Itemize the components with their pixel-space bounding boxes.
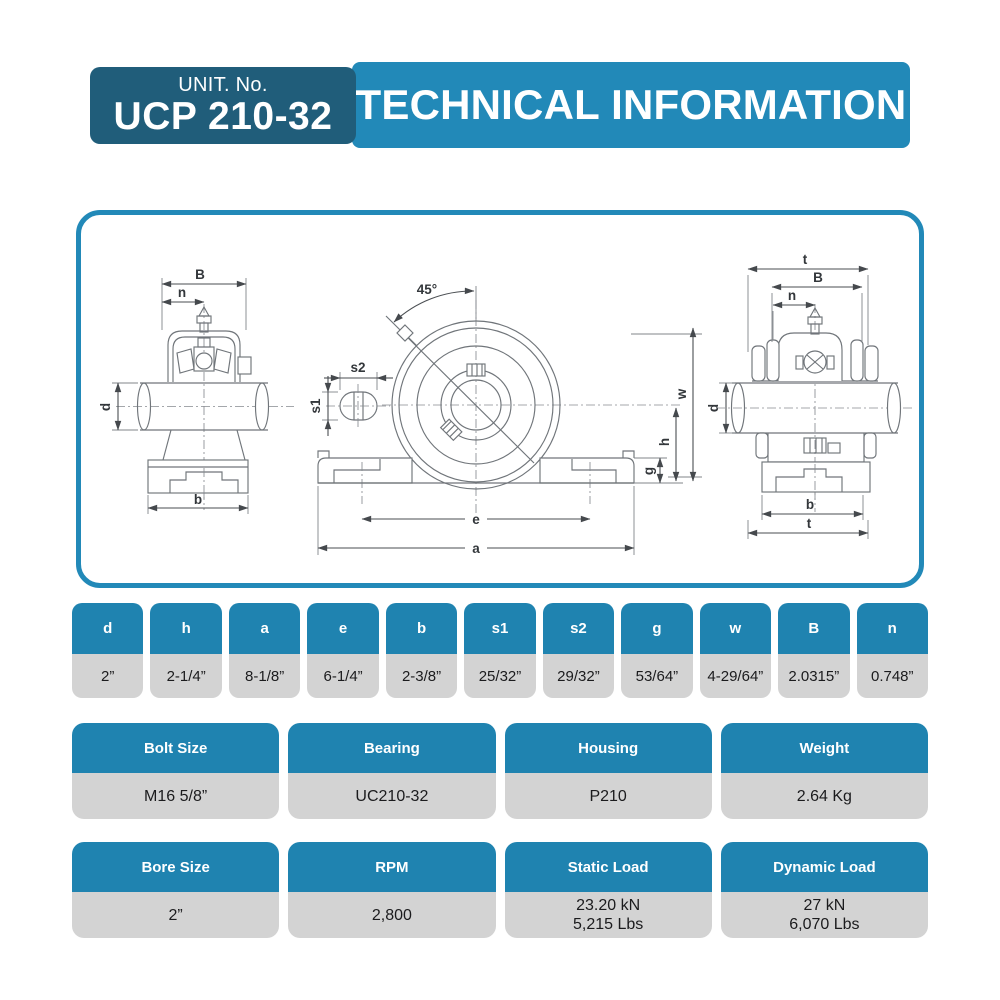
dim-header-cell: b [385,603,458,654]
spec-value-cell: 2.64 Kg [720,773,928,819]
load-value-line2: 5,215 Lbs [572,916,644,933]
load-value-line1: 23.20 kN [576,897,641,914]
title-box: TECHNICAL INFORMATION [352,62,910,148]
dim-column-e: e 6-1/4” [307,603,379,698]
load-header-cell: RPM [288,842,496,892]
dim-header-cell: s1 [464,603,536,654]
spec-header-cell: Bolt Size [72,723,280,773]
dim-value-cell: 4-29/64” [699,654,772,698]
grease-fitting-45 [396,324,418,347]
dim-column-n: n 0.748” [856,603,928,698]
grease-nipple-right [807,306,823,335]
dim-value-cell: 0.748” [856,654,928,698]
dim-value-cell: 25/32” [464,654,536,698]
dim-label-d-right: d [706,404,721,412]
dim-value-cell: 6-1/4” [307,654,379,698]
dim-header-cell: h [150,603,222,654]
dim-value-cell: 29/32” [542,654,615,698]
dim-header-cell: a [228,603,301,654]
set-screw-bottom [439,418,463,442]
side-view-right: t B n d b t [706,252,912,539]
load-table: Bore Size 2” RPM 2,800 Static Load 23.20… [72,842,928,938]
dim-label-e: e [472,512,480,527]
dim-value-cell: 2-1/4” [150,654,222,698]
load-value-line1: 2,800 [371,906,412,924]
spec-header-cell: Weight [720,723,928,773]
spec-value-cell: UC210-32 [288,773,496,819]
load-value-line1: 2” [168,906,183,924]
technical-drawing: B n d b [98,252,912,556]
dim-label-a: a [472,541,480,556]
spec-value-cell: M16 5/8” [72,773,280,819]
dim-label-d-left: d [98,403,113,411]
dim-column-b: b 2-3/8” [385,603,458,698]
dim-header-cell: s2 [542,603,615,654]
spec-column-bolt-size: Bolt Size M16 5/8” [72,723,280,819]
load-column-static-load: Static Load 23.20 kN 5,215 Lbs [504,842,712,938]
dim-label-B-right: B [813,270,823,285]
dim-column-s2: s2 29/32” [542,603,615,698]
dim-label-n-right: n [788,288,796,303]
dim-header-cell: d [72,603,144,654]
dim-value-cell: 2.0315” [778,654,850,698]
dim-column-g: g 53/64” [621,603,693,698]
load-column-rpm: RPM 2,800 [288,842,496,938]
dim-value-cell: 2-3/8” [385,654,458,698]
load-column-dynamic-load: Dynamic Load 27 kN 6,070 Lbs [720,842,928,938]
load-value-line2: 6,070 Lbs [789,916,860,933]
spec-column-weight: Weight 2.64 Kg [720,723,928,819]
dim-value-cell: 2” [72,654,144,698]
dim-label-t-top: t [803,252,808,267]
unit-number-box: UNIT. No. UCP 210-32 [90,67,356,144]
dim-column-d: d 2” [72,603,144,698]
dim-label-s1: s1 [308,398,323,414]
load-value-cell: 23.20 kN 5,215 Lbs [504,892,712,938]
set-screw-top [466,363,486,377]
side-view-left: B n d b [98,267,294,514]
load-header-cell: Static Load [504,842,712,892]
load-column-bore-size: Bore Size 2” [72,842,280,938]
spec-value-cell: P210 [504,773,712,819]
load-value-cell: 2” [72,892,280,938]
dim-header-cell: g [621,603,693,654]
dim-label-b-right: b [806,497,814,512]
load-value-line1: 27 kN [803,897,846,914]
dim-label-s2: s2 [350,360,365,375]
spec-header-cell: Bearing [288,723,496,773]
specs-table: Bolt Size M16 5/8” Bearing UC210-32 Hous… [72,723,928,819]
load-value-cell: 27 kN 6,070 Lbs [720,892,928,938]
grease-nipple-left [196,305,212,333]
load-header-cell: Bore Size [72,842,280,892]
spec-column-housing: Housing P210 [504,723,712,819]
dim-label-n-left: n [178,285,186,300]
spec-column-bearing: Bearing UC210-32 [288,723,496,819]
dim-label-t-bottom: t [807,516,812,531]
dim-header-cell: w [699,603,772,654]
diagram-panel: B n d b [76,210,924,588]
load-value-cell: 2,800 [288,892,496,938]
dim-label-B-left: B [195,267,205,282]
dim-column-a: a 8-1/8” [228,603,301,698]
dim-header-cell: B [778,603,850,654]
dim-label-h: h [657,438,672,446]
dim-label-g: g [641,467,656,475]
dim-header-cell: e [307,603,379,654]
dim-column-h: h 2-1/4” [150,603,222,698]
dim-header-cell: n [856,603,928,654]
dim-label-angle: 45° [417,282,437,297]
dim-column-s1: s1 25/32” [464,603,536,698]
dim-column-w: w 4-29/64” [699,603,772,698]
dim-value-cell: 8-1/8” [228,654,301,698]
dim-label-b-left: b [194,492,202,507]
dimensions-table: d 2” h 2-1/4” a 8-1/8” e 6-1/4” b 2-3/8”… [72,603,928,698]
dim-label-w: w [674,388,689,400]
page-title: TECHNICAL INFORMATION [355,81,907,128]
unit-number: UCP 210-32 [113,94,333,138]
load-header-cell: Dynamic Load [720,842,928,892]
front-view: 45° s2 s1 w h [308,282,702,556]
dim-value-cell: 53/64” [621,654,693,698]
spec-header-cell: Housing [504,723,712,773]
dim-column-B: B 2.0315” [778,603,850,698]
unit-label: UNIT. No. [178,73,268,96]
